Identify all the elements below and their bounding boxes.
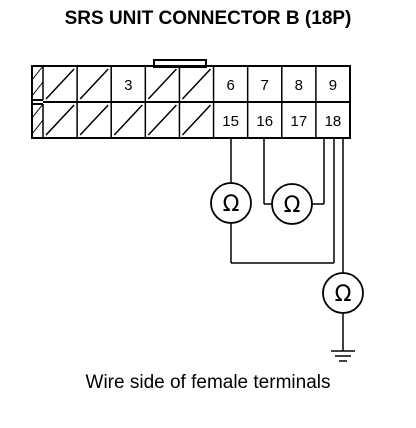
blank-cavity-hatch xyxy=(181,104,212,136)
test-wiring xyxy=(230,138,344,351)
ohmmeter-1: Ω xyxy=(210,182,252,224)
pin-label-16: 16 xyxy=(256,113,273,130)
ohm-icon: Ω xyxy=(284,193,301,218)
ground-icon xyxy=(331,350,355,362)
blank-cavity-hatch xyxy=(45,104,75,136)
pin-label-6: 6 xyxy=(226,77,234,94)
blank-cavity-hatch xyxy=(113,104,143,136)
pin-label-3: 3 xyxy=(124,77,132,94)
ohm-icon: Ω xyxy=(223,192,240,217)
blank-cavity-hatch xyxy=(147,104,177,136)
blank-cavity-hatch xyxy=(79,68,109,100)
diagram-title: SRS UNIT CONNECTOR B (18P) xyxy=(64,8,352,29)
blank-cavity-hatch xyxy=(45,68,75,100)
blank-cavity-hatch xyxy=(79,104,109,136)
pin-label-18: 18 xyxy=(325,113,342,130)
connector-cavities: 3 6 7 8 9 15 16 17 18 xyxy=(45,66,342,138)
ohmmeter-3: Ω xyxy=(322,272,364,314)
diagram-caption: Wire side of female terminals xyxy=(85,372,331,393)
pin-label-9: 9 xyxy=(329,77,337,94)
blank-cavity-hatch xyxy=(181,68,212,100)
pin-label-17: 17 xyxy=(290,113,307,130)
pin-label-7: 7 xyxy=(261,77,269,94)
pin-label-15: 15 xyxy=(222,113,239,130)
blank-cavity-hatch xyxy=(147,68,177,100)
ohmmeter-2: Ω xyxy=(271,183,313,225)
ohm-icon: Ω xyxy=(335,282,352,307)
pin-label-8: 8 xyxy=(295,77,303,94)
